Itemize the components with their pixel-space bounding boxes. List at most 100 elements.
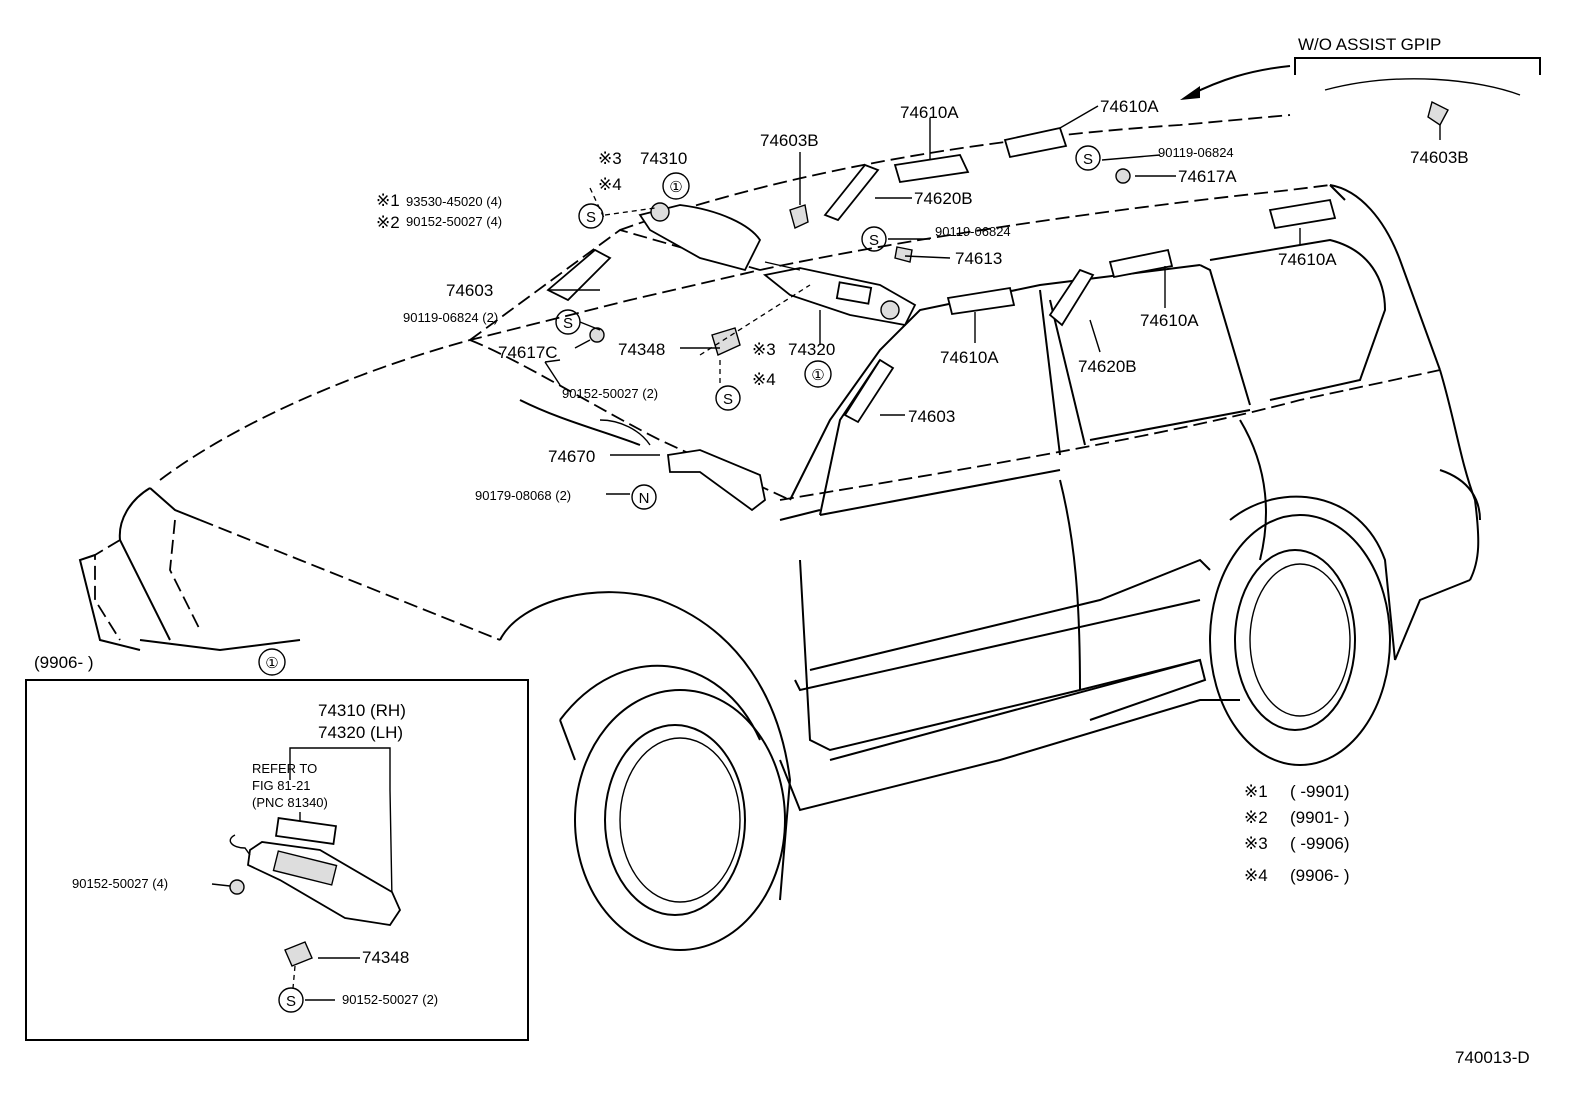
label-74620B-2: 74620B bbox=[1078, 357, 1137, 376]
label-74320: 74320 bbox=[788, 340, 835, 359]
inset-vanity-mirror bbox=[275, 817, 337, 845]
assist-grip-74603-pillar bbox=[843, 358, 895, 424]
inset-frame bbox=[25, 679, 529, 1041]
svg-text:S: S bbox=[563, 315, 573, 332]
inset-part-rh: 74310 (RH) bbox=[318, 701, 406, 720]
circled-symbols: ① ① S S S S S N bbox=[555, 145, 1101, 510]
grip-74610A-right-top bbox=[1003, 126, 1068, 159]
mark-3b: ※3 bbox=[752, 340, 776, 359]
visor-holder-74348 bbox=[711, 327, 741, 356]
legend-range-3: ( -9906) bbox=[1290, 834, 1350, 853]
svg-text:①: ① bbox=[669, 179, 682, 196]
circle-s-2: S bbox=[555, 309, 581, 335]
label-90119-06824-2: 90119-06824 (2) bbox=[403, 310, 498, 325]
circle-s-3: S bbox=[715, 385, 741, 411]
label-74613: 74613 bbox=[955, 249, 1002, 268]
label-90119-06824-b: 90119-06824 bbox=[935, 224, 1011, 239]
label-74617A: 74617A bbox=[1178, 167, 1237, 186]
circle-s-1: S bbox=[578, 203, 604, 229]
label-74610A-5: 74610A bbox=[940, 348, 999, 367]
part-labels: 74610A 74610A 74603B 90119-06824 74617A … bbox=[376, 97, 1337, 503]
inset-date-range: (9906- ) bbox=[34, 653, 94, 672]
label-74603B: 74603B bbox=[760, 131, 819, 150]
label-74610A-4: 74610A bbox=[1140, 311, 1199, 330]
circle-n: N bbox=[631, 484, 657, 510]
hanger-74620B-top bbox=[823, 163, 880, 222]
svg-text:①: ① bbox=[811, 367, 824, 384]
bracket-74613 bbox=[894, 246, 913, 263]
inset-refer-2: FIG 81-21 bbox=[252, 778, 311, 793]
legend-range-2: (9901- ) bbox=[1290, 808, 1350, 827]
svg-text:N: N bbox=[639, 490, 650, 507]
label-90179-08068: 90179-08068 (2) bbox=[475, 488, 571, 503]
label-74603-front: 74603 bbox=[446, 281, 493, 300]
label-90152-50027-4: 90152-50027 (4) bbox=[406, 214, 502, 229]
circle-one-mid: ① bbox=[804, 360, 832, 388]
inset-bracket-label: 74348 bbox=[362, 948, 409, 967]
label-74610A-2: 74610A bbox=[1100, 97, 1159, 116]
inset-circle-one: ① bbox=[258, 648, 286, 676]
cover-74670 bbox=[667, 449, 766, 512]
cap-74603B-inset bbox=[1427, 100, 1449, 127]
label-74310: 74310 bbox=[640, 149, 687, 168]
grip-74610A-rear-door bbox=[1108, 248, 1174, 279]
inset-refer-1: REFER TO bbox=[252, 761, 317, 776]
svg-text:①: ① bbox=[265, 655, 278, 672]
legend-mark-1: ※1 bbox=[1244, 782, 1268, 801]
legend: ※1 ( -9901) ※2 (9901- ) ※3 ( -9906) ※4 (… bbox=[1244, 782, 1350, 885]
inset-refer-3: (PNC 81340) bbox=[252, 795, 328, 810]
label-74610A-1: 74610A bbox=[900, 103, 959, 122]
svg-text:S: S bbox=[869, 232, 879, 249]
label-74620B-1: 74620B bbox=[914, 189, 973, 208]
label-93530-45020: 93530-45020 (4) bbox=[406, 194, 502, 209]
label-74603-pillar: 74603 bbox=[908, 407, 955, 426]
mark-2: ※2 bbox=[376, 213, 400, 232]
mark-4: ※4 bbox=[598, 175, 622, 194]
label-90119-06824-a: 90119-06824 bbox=[1158, 145, 1234, 160]
inset-screw-bottom-label: 90152-50027 (2) bbox=[342, 992, 438, 1007]
grip-74610A-rear bbox=[1268, 198, 1337, 230]
svg-text:S: S bbox=[1083, 151, 1093, 168]
legend-range-1: ( -9901) bbox=[1290, 782, 1350, 801]
label-74610A-3: 74610A bbox=[1278, 250, 1337, 269]
legend-mark-2: ※2 bbox=[1244, 808, 1268, 827]
label-74617C: 74617C bbox=[498, 343, 558, 362]
part-74603B-inset-label: 74603B bbox=[1410, 148, 1469, 167]
wo-assist-grip-inset: W/O ASSIST GPIP 74603B bbox=[1180, 35, 1541, 167]
visor-holder-lh bbox=[880, 300, 900, 320]
visor-holder-rh bbox=[650, 202, 670, 222]
label-74348: 74348 bbox=[618, 340, 665, 359]
hanger-74620B-pillar bbox=[1048, 268, 1095, 327]
circle-one-top: ① bbox=[662, 172, 690, 200]
clip-74617A bbox=[1115, 168, 1131, 184]
svg-text:S: S bbox=[286, 993, 296, 1010]
grip-74610A-top bbox=[893, 154, 970, 184]
inset-visor-9906: (9906- ) ① 74310 (RH) 74320 (LH) REFER T… bbox=[25, 648, 529, 1041]
mark-1: ※1 bbox=[376, 191, 400, 210]
circle-s-5: S bbox=[861, 226, 887, 252]
inset-part-lh: 74320 (LH) bbox=[318, 723, 403, 742]
legend-mark-4: ※4 bbox=[1244, 866, 1268, 885]
clip-74617C bbox=[589, 327, 605, 343]
vanity-mirror-lh bbox=[835, 281, 873, 305]
wo-assist-grip-label: W/O ASSIST GPIP bbox=[1298, 35, 1441, 54]
label-74670: 74670 bbox=[548, 447, 595, 466]
svg-text:S: S bbox=[586, 209, 596, 226]
sun-visor-rh bbox=[638, 204, 762, 272]
inset-visor-mirror bbox=[272, 850, 338, 886]
mark-4b: ※4 bbox=[752, 370, 776, 389]
figure-id: 740013-D bbox=[1455, 1048, 1530, 1067]
grip-74610A-front-door bbox=[946, 286, 1016, 316]
inset-bracket-74348 bbox=[284, 941, 313, 967]
legend-mark-3: ※3 bbox=[1244, 834, 1268, 853]
parts bbox=[546, 100, 1449, 512]
inset-screw-left-label: 90152-50027 (4) bbox=[72, 876, 168, 891]
cap-74603B bbox=[789, 204, 809, 229]
svg-text:S: S bbox=[723, 391, 733, 408]
circle-s-4: S bbox=[1075, 145, 1101, 171]
legend-range-4: (9906- ) bbox=[1290, 866, 1350, 885]
assist-grip-74603-front bbox=[546, 248, 612, 302]
inset-circle-s: S bbox=[278, 987, 304, 1013]
mark-3: ※3 bbox=[598, 149, 622, 168]
